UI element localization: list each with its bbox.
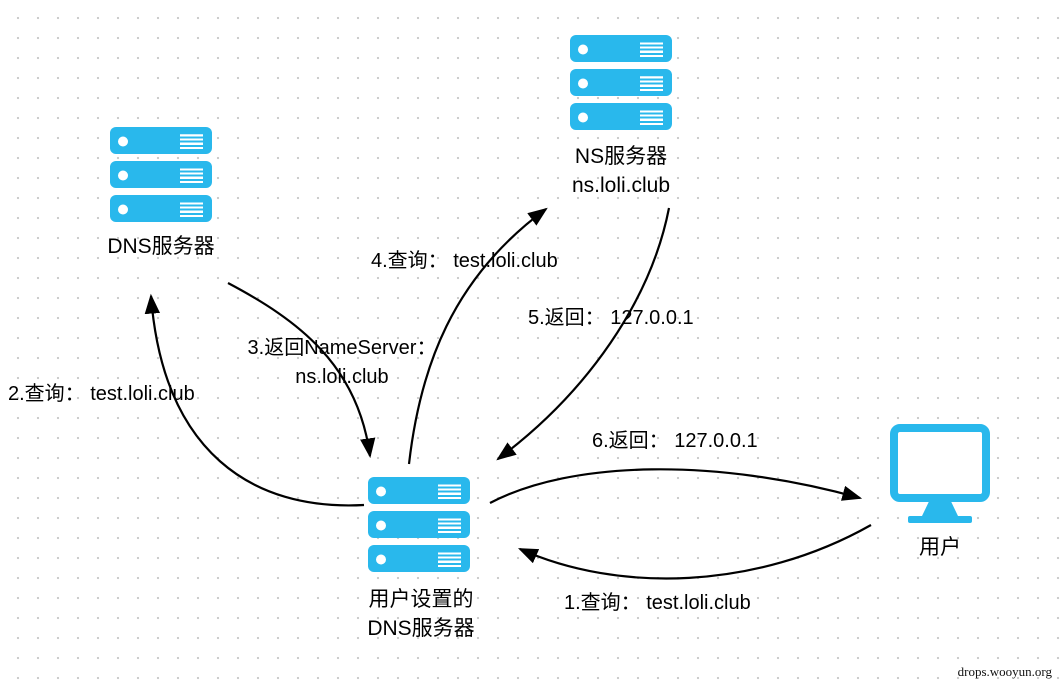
edge-label-step3-line1: 3.返回NameServer： bbox=[247, 337, 437, 359]
edge-label-step3-line2: ns.loli.club bbox=[295, 366, 389, 388]
server-bar bbox=[110, 127, 212, 154]
power-led-icon bbox=[578, 112, 588, 122]
server-bar bbox=[570, 103, 672, 130]
arrow-step1-query bbox=[517, 524, 872, 580]
arrow-step2-query bbox=[144, 293, 365, 507]
power-led-icon bbox=[376, 486, 386, 496]
server-bar bbox=[368, 545, 470, 572]
vents-icon bbox=[180, 201, 203, 217]
power-led-icon bbox=[578, 44, 588, 54]
watermark: drops.wooyun.org bbox=[957, 664, 1052, 679]
ns-server-label-line2: ns.loli.club bbox=[571, 174, 671, 197]
monitor-screen bbox=[890, 424, 990, 502]
arrow-step3-return bbox=[227, 282, 376, 459]
power-led-icon bbox=[376, 520, 386, 530]
power-led-icon bbox=[376, 554, 386, 564]
monitor-stand bbox=[922, 501, 958, 516]
arrow-step6-return bbox=[489, 468, 863, 504]
edge-label-step2: 2.查询： test.loli.club bbox=[8, 383, 195, 405]
server-bar bbox=[110, 195, 212, 222]
vents-icon bbox=[438, 551, 461, 567]
server-bar bbox=[570, 35, 672, 62]
local-dns-server-icon bbox=[368, 477, 470, 572]
vents-icon bbox=[640, 75, 663, 91]
power-led-icon bbox=[118, 170, 128, 180]
vents-icon bbox=[640, 109, 663, 125]
server-bar bbox=[110, 161, 212, 188]
vents-icon bbox=[180, 133, 203, 149]
monitor-base bbox=[908, 516, 972, 523]
ns-server-label: NS服务器 ns.loli.club bbox=[572, 142, 670, 200]
vents-icon bbox=[180, 167, 203, 183]
arrow-step5-return bbox=[496, 207, 671, 461]
power-led-icon bbox=[118, 204, 128, 214]
server-bar bbox=[570, 69, 672, 96]
server-bar bbox=[368, 477, 470, 504]
dns-server-label-line1: DNS服务器 bbox=[107, 235, 215, 258]
arrow-step4-query bbox=[407, 207, 548, 465]
local-dns-server-label-line1: 用户设置的 bbox=[368, 588, 474, 611]
vents-icon bbox=[438, 517, 461, 533]
dns-server-icon bbox=[110, 127, 212, 222]
vents-icon bbox=[438, 483, 461, 499]
edge-label-step6: 6.返回： 127.0.0.1 bbox=[592, 430, 758, 452]
edge-label-step5: 5.返回： 127.0.0.1 bbox=[528, 307, 694, 329]
local-dns-server-label-line2: DNS服务器 bbox=[367, 617, 475, 640]
edge-label-step3: 3.返回NameServer： ns.loli.club bbox=[248, 334, 437, 392]
edge-label-step4: 4.查询： test.loli.club bbox=[371, 250, 558, 272]
user-monitor-icon bbox=[890, 424, 990, 523]
dns-server-label: DNS服务器 bbox=[107, 232, 214, 261]
ns-server-icon bbox=[570, 35, 672, 130]
server-bar bbox=[368, 511, 470, 538]
power-led-icon bbox=[118, 136, 128, 146]
user-label: 用户 bbox=[919, 533, 961, 562]
power-led-icon bbox=[578, 78, 588, 88]
user-label-line1: 用户 bbox=[919, 536, 961, 559]
ns-server-label-line1: NS服务器 bbox=[574, 145, 668, 168]
vents-icon bbox=[640, 41, 663, 57]
edge-label-step1: 1.查询： test.loli.club bbox=[564, 592, 751, 614]
local-dns-server-label: 用户设置的 DNS服务器 bbox=[367, 585, 474, 643]
